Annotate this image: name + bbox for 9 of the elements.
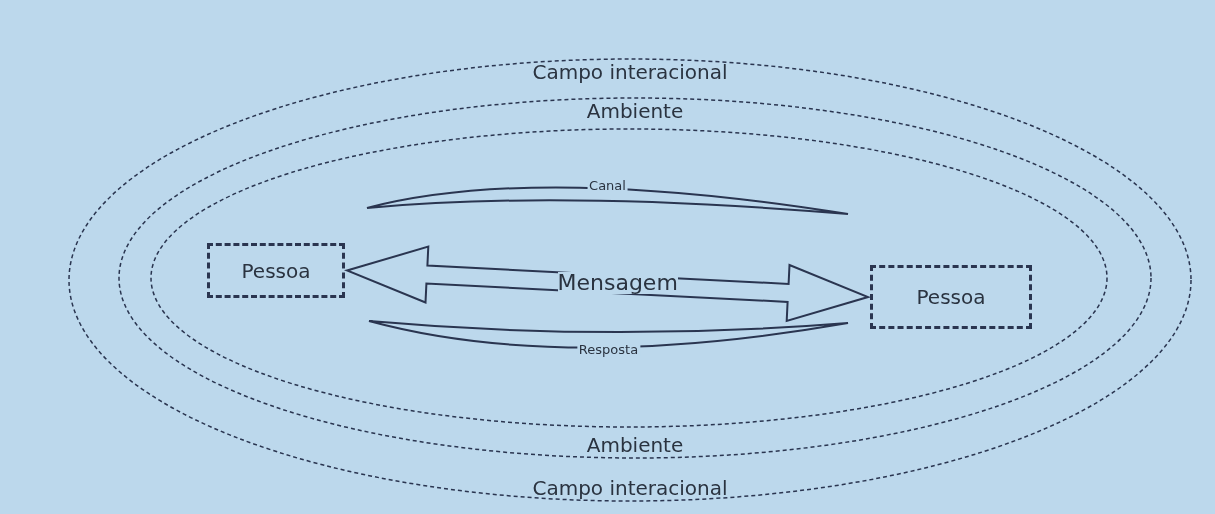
channel-label: Canal: [587, 179, 628, 192]
edge-label: Mensagem: [557, 271, 678, 294]
person-box: Pessoa: [870, 265, 1032, 329]
person-box: Pessoa: [207, 243, 345, 298]
ellipse-label: Ambiente: [586, 101, 684, 121]
ellipse-label: Campo interacional: [532, 478, 728, 498]
ellipse-label: Campo interacional: [532, 62, 728, 82]
response-label: Resposta: [576, 343, 641, 356]
ellipse-label: Ambiente: [586, 435, 684, 455]
